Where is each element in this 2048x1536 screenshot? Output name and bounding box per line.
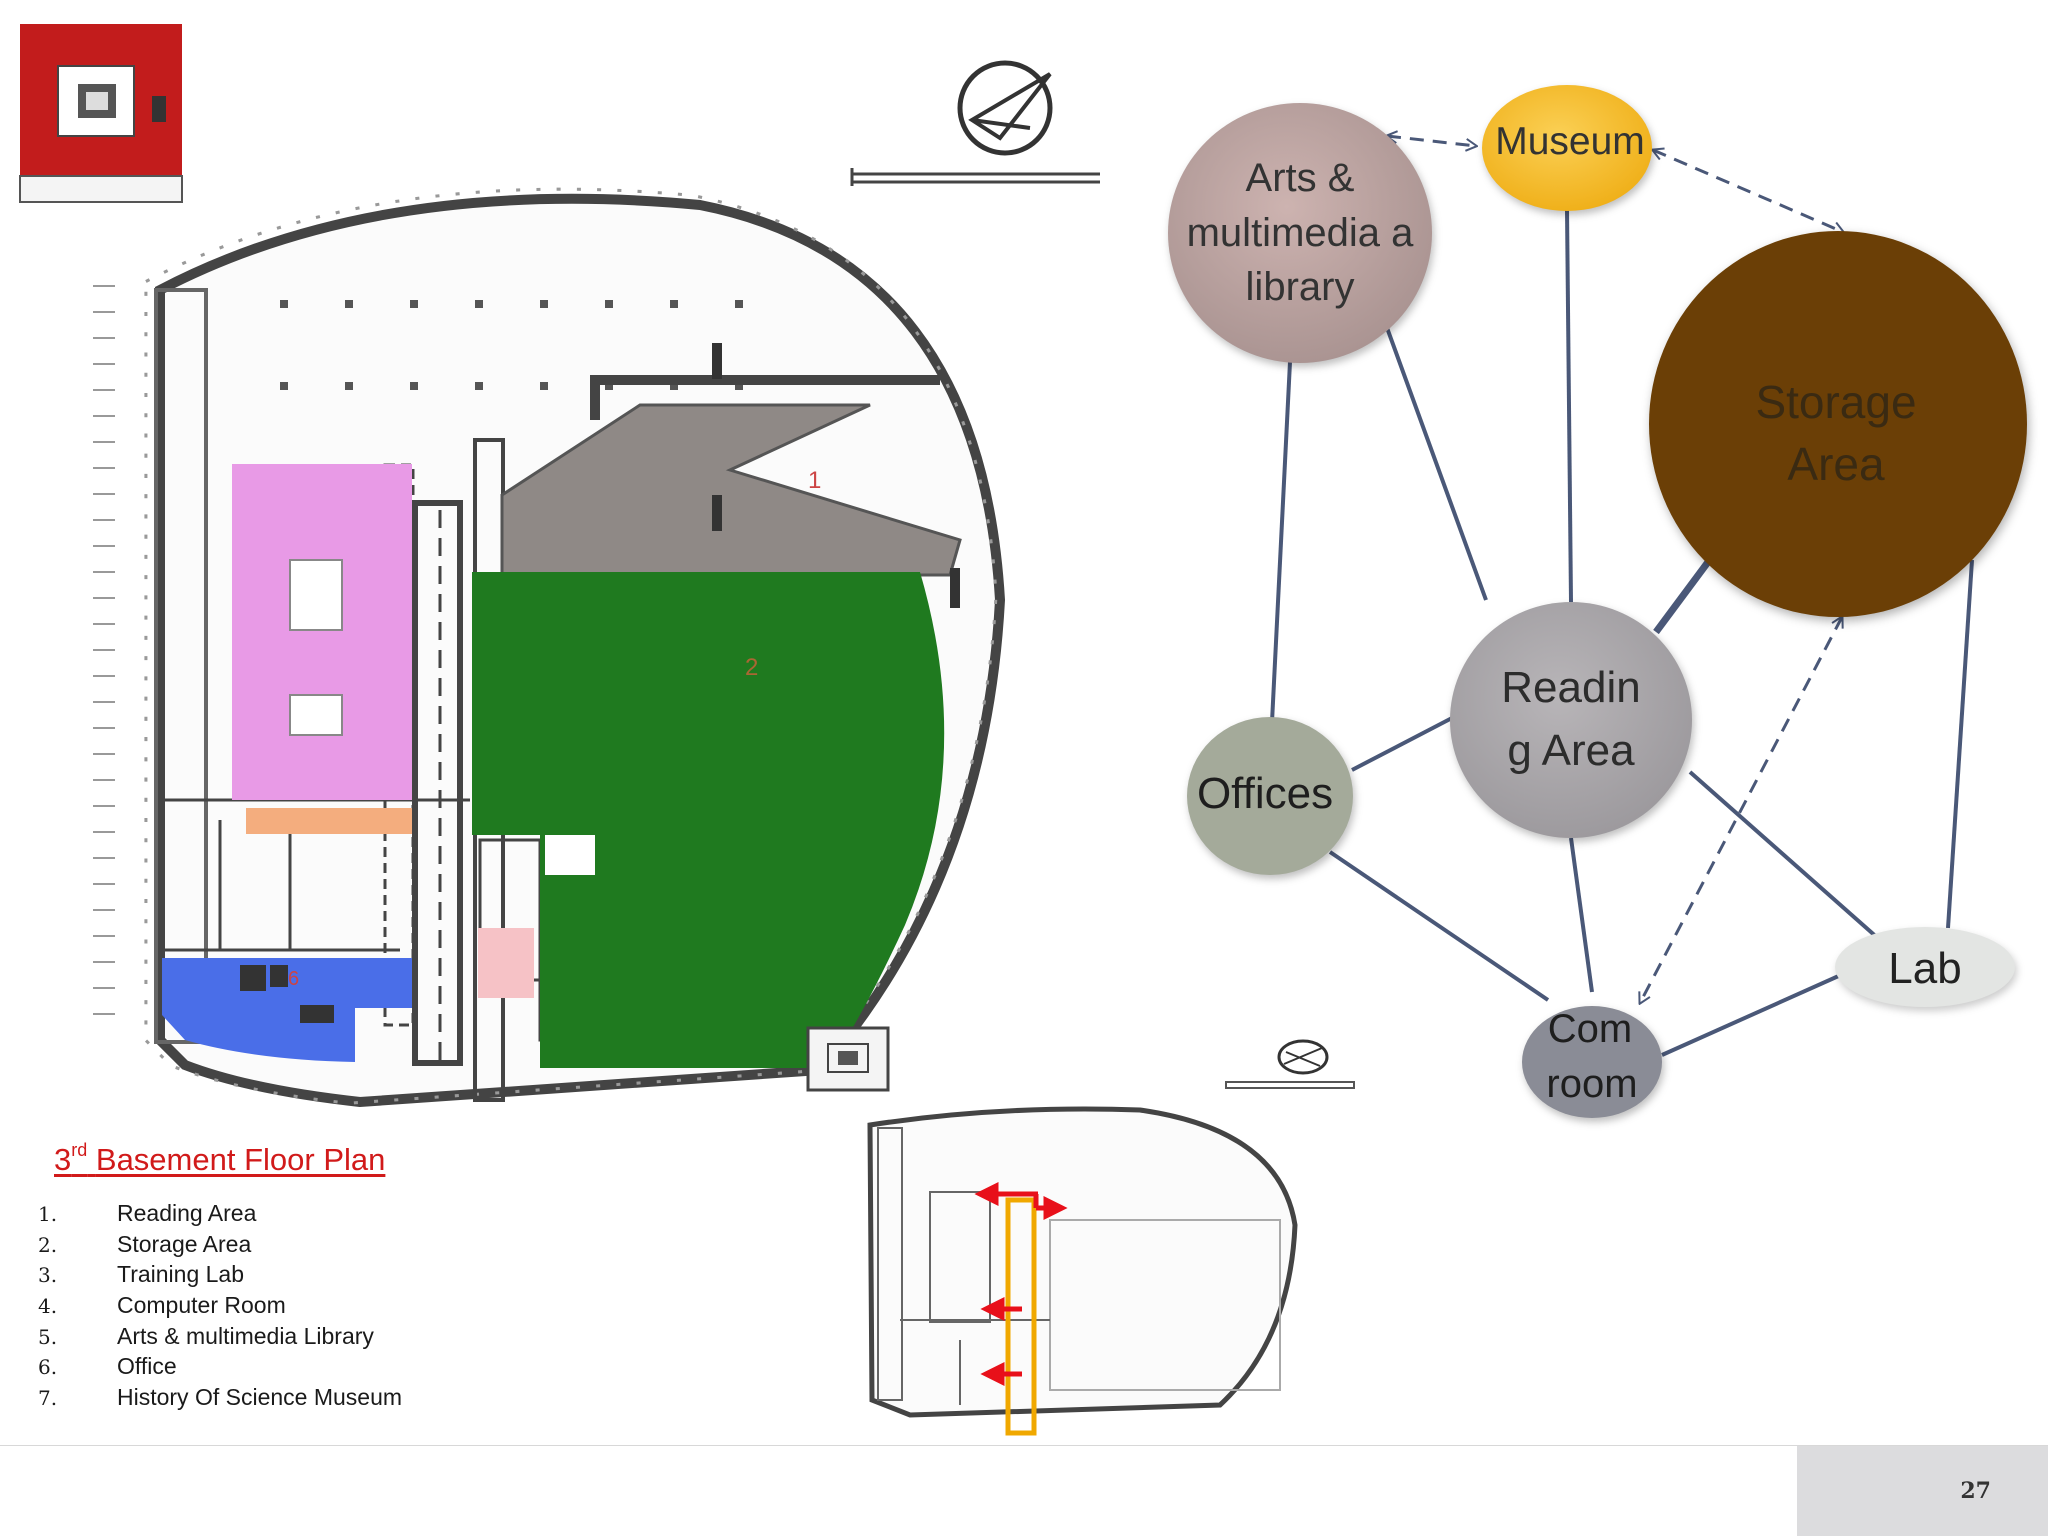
link-storage-lab [1946, 559, 1974, 929]
legend-item: 7.History Of Science Museum [38, 1384, 403, 1411]
legend-item: 5.Arts & multimedia Library [38, 1322, 374, 1349]
plan-area-label: 6 [288, 968, 299, 990]
bubble-label: Com [1548, 1007, 1632, 1051]
bubble-label: Lab [1888, 944, 1961, 993]
bubble-lab [1835, 927, 2015, 1007]
footer-divider [0, 1445, 2048, 1446]
storage-notch [545, 835, 595, 875]
legend-item: 6.Office [38, 1353, 177, 1380]
bubble-offices [1187, 717, 1353, 875]
key-plan-thumbnail-small [806, 1026, 890, 1092]
bubble-label: Museum [1495, 120, 1645, 163]
page-number-box [1797, 1446, 2048, 1536]
plan-area-label: 2 [745, 654, 758, 681]
bubble-arts-library [1168, 103, 1432, 363]
link-storage-com [1640, 617, 1842, 1003]
link-arts-offices [1270, 361, 1292, 723]
office-strip-zone [246, 808, 412, 834]
bubble-museum [1482, 85, 1652, 211]
bubble-label: library [1246, 265, 1355, 309]
bubble-label: multimedia a [1187, 211, 1415, 255]
interior-walls-small [877, 1127, 1281, 1405]
bubble-computer-room [1522, 1006, 1662, 1118]
plan-title: 3rd Basement Floor Plan [54, 1140, 385, 1178]
bubble-label: Storage [1755, 376, 1916, 428]
plan-fixtures [240, 343, 960, 1023]
circulation-arrows [974, 1181, 1068, 1387]
link-museum-storage [1653, 150, 1843, 232]
page-number: 27 [1960, 1478, 1991, 1504]
link-arts-reading [1384, 324, 1488, 601]
bubble-storage-area [1649, 231, 2027, 617]
training-lab-zone [162, 958, 412, 1062]
arts-void-2 [289, 694, 343, 736]
title-number: 3 [54, 1142, 72, 1177]
link-offices-reading [1351, 716, 1453, 772]
building-outline-small [867, 1106, 1298, 1418]
link-reading-com [1569, 837, 1594, 993]
column-grid [280, 300, 743, 390]
floor-plan-drawing: 1 2 6 [19, 24, 1100, 1108]
legend-item: 4.Computer Room [38, 1292, 286, 1319]
museum-zone [478, 928, 534, 998]
circulation-plan-drawing [806, 1026, 1355, 1436]
north-arrow-icon [957, 60, 1053, 156]
bubble-label: g Area [1507, 726, 1635, 775]
adjacency-bubble-diagram: Arts & multimedia a library Museum Stora… [1168, 85, 2027, 1118]
link-arts-museum [1387, 136, 1476, 146]
bubble-label: Area [1787, 438, 1885, 490]
scale-bar [850, 168, 1100, 186]
north-arrow-icon [1277, 1039, 1329, 1075]
bubble-label: Arts & [1246, 156, 1355, 200]
link-com-lab [1661, 968, 1853, 1057]
link-museum-reading [1565, 209, 1573, 603]
legend-item: 3.Training Lab [38, 1261, 245, 1288]
link-reading-lab [1688, 770, 1882, 942]
bubble-label: room [1546, 1062, 1637, 1106]
plan-area-label: 1 [808, 467, 821, 494]
scale-bar [1225, 1081, 1355, 1089]
bubble-label: Readin [1501, 663, 1640, 712]
circulation-highlight [1005, 1197, 1037, 1436]
bubble-label: Offices [1197, 769, 1333, 818]
link-reading-storage [1653, 559, 1711, 635]
key-plan-thumbnail [19, 24, 183, 203]
title-suffix: rd [71, 1140, 88, 1160]
link-offices-com [1328, 850, 1550, 1002]
bubble-reading-area [1450, 602, 1692, 838]
legend-item: 1.Reading Area [38, 1200, 257, 1226]
storage-area-zone [472, 572, 945, 1068]
legend-item: 2.Storage Area [38, 1230, 252, 1257]
title-text: Basement Floor Plan [95, 1142, 386, 1177]
indirect-links [1387, 136, 1843, 1003]
plan-legend: 1.Reading Area 2.Storage Area 3.Training… [38, 1198, 402, 1413]
arts-library-zone [232, 464, 412, 800]
arts-void-1 [289, 559, 343, 631]
